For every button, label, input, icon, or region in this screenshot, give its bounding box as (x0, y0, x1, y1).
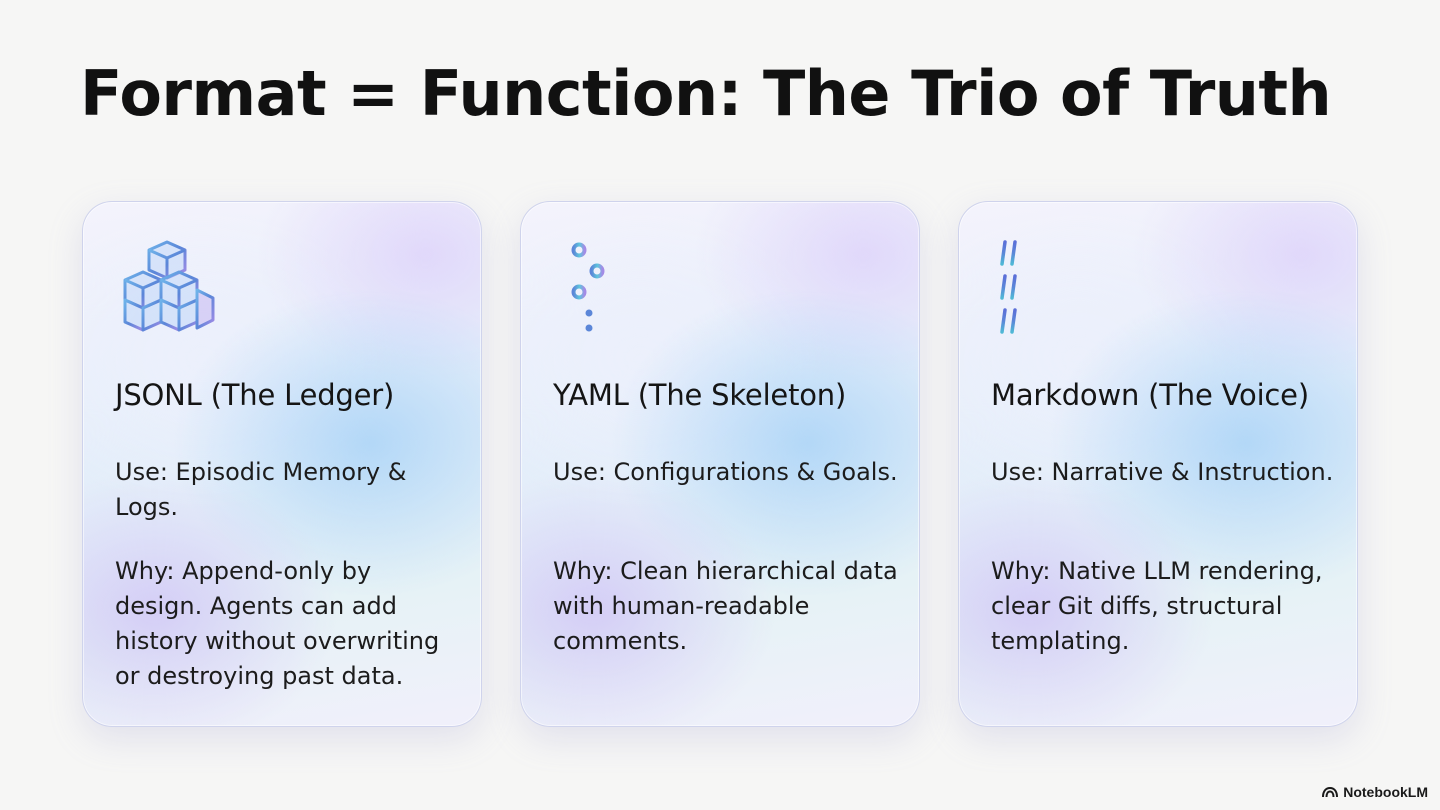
card-use-text: Use: Configurations & Goals. (553, 458, 898, 486)
card-yaml: YAML (The Skeleton) Use: Configurations … (520, 201, 920, 727)
brand-name: NotebookLM (1343, 784, 1428, 800)
card-title: JSONL (The Ledger) (115, 378, 395, 412)
hash-heading-icon (995, 236, 1095, 340)
notebooklm-logo-icon (1322, 786, 1339, 798)
card-title: YAML (The Skeleton) (553, 378, 847, 412)
card-jsonl: JSONL (The Ledger) Use: Episodic Memory … (82, 201, 482, 727)
card-why-text: Why: Append-only by design. Agents can a… (115, 557, 440, 690)
card-title: Markdown (The Voice) (991, 378, 1309, 412)
brand-watermark: NotebookLM (1322, 784, 1428, 800)
hierarchy-list-icon (557, 236, 657, 340)
format-cards: JSONL (The Ledger) Use: Episodic Memory … (82, 201, 1358, 727)
card-use-text: Use: Narrative & Instruction. (991, 458, 1334, 486)
card-use-text: Use: Episodic Memory & Logs. (115, 458, 407, 521)
card-markdown: Markdown (The Voice) Use: Narrative & In… (958, 201, 1358, 727)
cubes-icon (119, 236, 219, 340)
slide-title: Format = Function: The Trio of Truth (80, 57, 1332, 130)
card-why-text: Why: Clean hierarchical data with human-… (553, 557, 898, 655)
card-why-text: Why: Native LLM rendering, clear Git dif… (991, 557, 1323, 655)
